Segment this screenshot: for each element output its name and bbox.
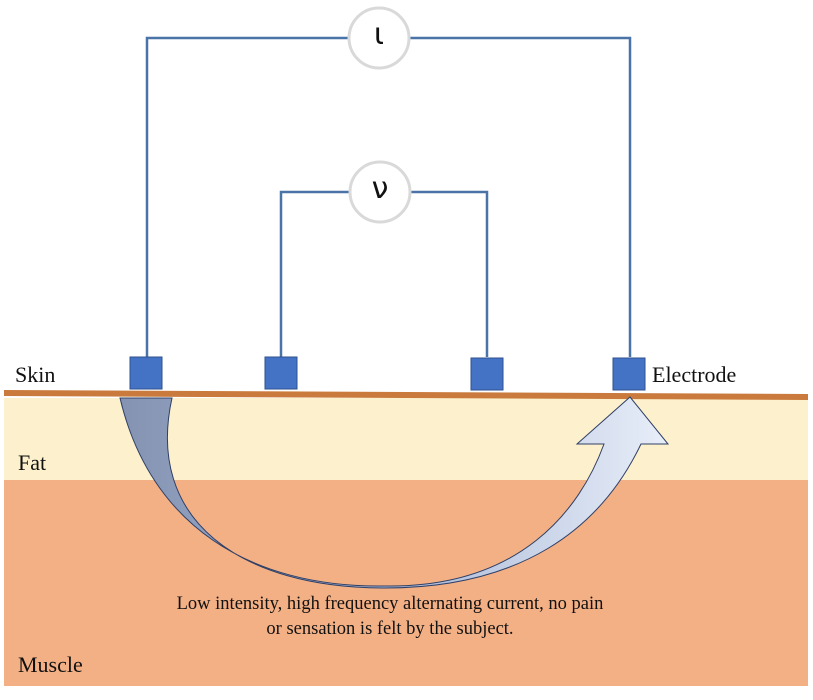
muscle-layer	[4, 480, 808, 686]
current-path-arrow	[119, 396, 670, 589]
electrode-current-right	[612, 357, 646, 391]
electrode-current-left	[129, 356, 163, 390]
voltage-circuit-wire-right	[411, 190, 489, 357]
skin-label: Skin	[15, 362, 56, 387]
caption: Low intensity, high frequency alternatin…	[110, 592, 670, 642]
current-meter	[347, 6, 411, 70]
fat-label: Fat	[18, 450, 47, 475]
electrode-voltage-left	[264, 356, 298, 390]
caption-line-1: Low intensity, high frequency alternatin…	[176, 594, 604, 614]
current-symbol: ι	[373, 17, 385, 52]
muscle-label: Muscle	[18, 652, 83, 677]
voltage-symbol: ν	[371, 171, 389, 206]
skin-layer	[4, 390, 808, 400]
electrode-label: Electrode	[652, 362, 737, 387]
current-circuit-wire	[145, 36, 348, 357]
electrode-voltage-right	[470, 357, 504, 391]
caption-line-2: or sensation is felt by the subject.	[266, 619, 514, 639]
voltage-circuit-wire	[279, 190, 349, 357]
voltage-meter	[348, 160, 412, 224]
current-circuit-wire-right	[410, 36, 632, 357]
